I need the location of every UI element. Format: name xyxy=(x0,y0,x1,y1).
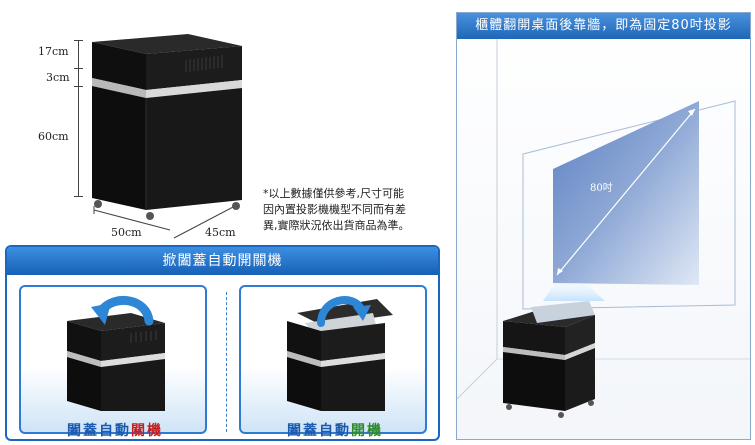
note-line: *以上數據僅供參考,尺寸可能 xyxy=(263,187,404,200)
lid-open-demo: 闔蓋自動開機 xyxy=(239,285,427,439)
dimension-tick xyxy=(74,196,83,197)
auto-power-panel: 掀闔蓋自動開關機 闔蓋自動關機 xyxy=(5,245,440,441)
caption-highlight-on: 開機 xyxy=(351,423,383,439)
lid-close-caption: 闔蓋自動關機 xyxy=(21,420,209,439)
caption-prefix: 闔蓋自動 xyxy=(287,423,351,439)
dimension-depth-label: 45cm xyxy=(205,226,236,239)
cabinet-image xyxy=(92,34,242,220)
demo-divider xyxy=(226,292,227,432)
dimension-vertical-line xyxy=(78,40,79,196)
dimension-body-label: 60cm xyxy=(38,130,69,143)
dimension-bottom-lines xyxy=(93,205,236,239)
dimension-tick xyxy=(74,68,83,69)
dimension-tick xyxy=(74,86,83,87)
disclaimer-note: *以上數據僅供參考,尺寸可能 因內置投影機機型不同而有差 異,實際狀況依出貨商品… xyxy=(263,186,453,234)
auto-power-panel-title: 掀闔蓋自動開關機 xyxy=(7,247,438,275)
note-line: 因內置投影機機型不同而有差 xyxy=(263,203,406,216)
cabinet-open-image xyxy=(287,299,393,411)
lid-open-caption: 闔蓋自動開機 xyxy=(241,420,429,439)
dimension-diagram: 17cm 3cm 60cm 50cm 45cm xyxy=(0,0,260,245)
cabinet-closed-image xyxy=(67,313,165,411)
screen-size-label: 80吋 xyxy=(590,183,613,194)
open-arrow-icon xyxy=(317,296,371,327)
projection-panel: 櫃體翻開桌面後靠牆，即為固定80吋投影 xyxy=(456,12,751,440)
dimension-band-label: 3cm xyxy=(46,71,70,84)
dimension-width-label: 50cm xyxy=(111,226,142,239)
projection-panel-title: 櫃體翻開桌面後靠牆，即為固定80吋投影 xyxy=(457,13,750,39)
dimension-tick xyxy=(74,40,83,41)
note-line: 異,實際狀況依出貨商品為準。 xyxy=(263,219,410,232)
lid-close-demo: 闔蓋自動關機 xyxy=(19,285,207,439)
caption-prefix: 闔蓋自動 xyxy=(67,423,131,439)
dimension-top-label: 17cm xyxy=(38,45,69,58)
caption-highlight-off: 關機 xyxy=(131,423,163,439)
projection-scene xyxy=(457,39,750,418)
close-arrow-icon xyxy=(91,296,154,326)
